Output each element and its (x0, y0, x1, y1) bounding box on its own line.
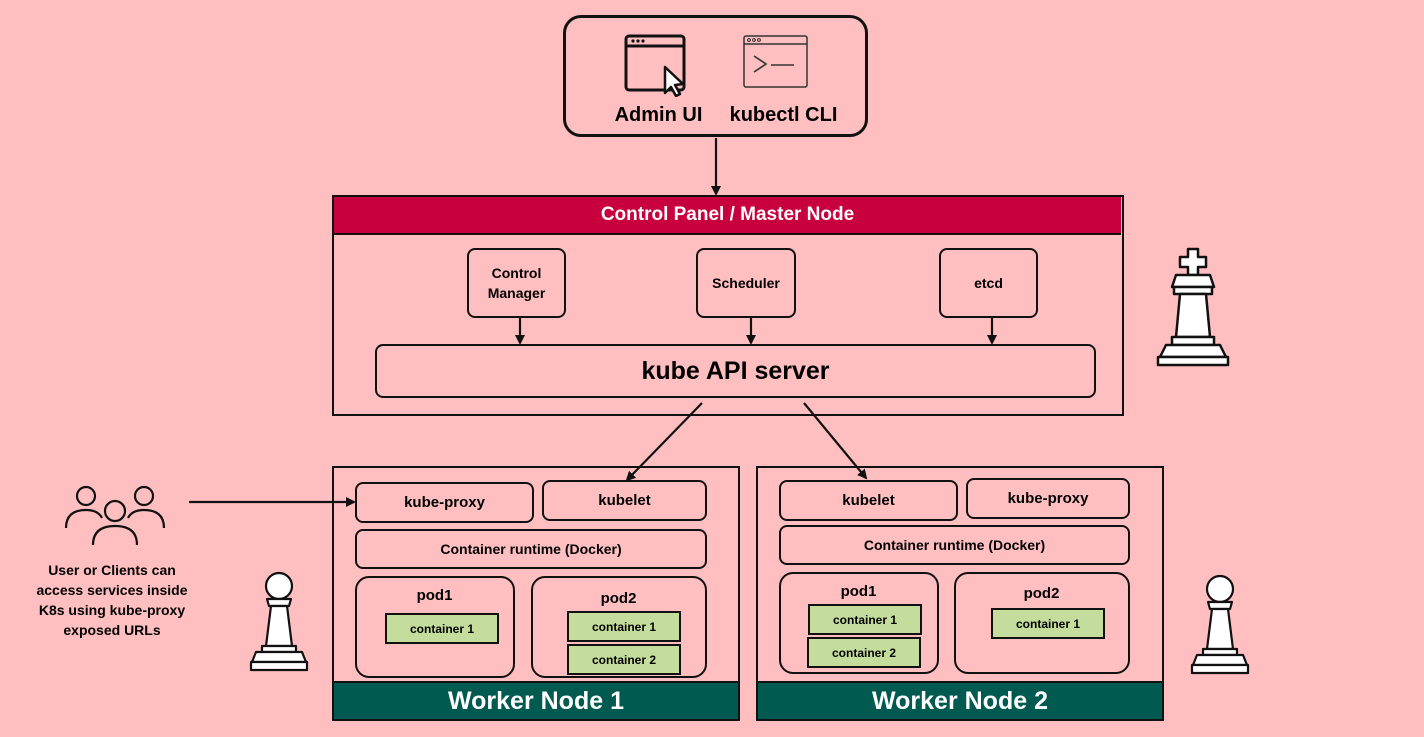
chess-pawn-icon (1190, 574, 1250, 675)
w1-pod2-container-1: container 1 (567, 611, 681, 642)
w1-pod1: pod1 container 1 (355, 576, 515, 678)
w2-pod2-label: pod2 (1023, 585, 1060, 602)
chess-king-icon (1156, 247, 1230, 367)
client-tools-box: Admin UI kubectl CLI (563, 15, 868, 137)
kubectl-cli-label: kubectl CLI (729, 104, 838, 126)
w2-pod1: pod1 container 1 container 2 (779, 572, 939, 674)
arrow-api-to-worker2 (803, 402, 868, 480)
w1-pod2-container-2: container 2 (567, 644, 681, 675)
controller-manager-box: Control Manager (467, 248, 566, 318)
w1-kube-proxy: kube-proxy (355, 482, 534, 523)
w1-kubelet: kubelet (542, 480, 707, 521)
control-plane-title: Control Panel / Master Node (334, 197, 1121, 235)
w2-pod2: pod2 container 1 (954, 572, 1130, 674)
worker-node-2-title: Worker Node 2 (756, 681, 1164, 721)
w1-container-runtime: Container runtime (Docker) (355, 529, 707, 569)
w2-kube-proxy: kube-proxy (966, 478, 1130, 519)
admin-ui-label: Admin UI (614, 104, 703, 126)
terminal-icon (743, 35, 808, 88)
w2-pod1-label: pod1 (840, 583, 877, 600)
w1-pod2-label: pod2 (600, 590, 637, 607)
worker-node-1-title: Worker Node 1 (332, 681, 740, 721)
w2-container-runtime: Container runtime (Docker) (779, 525, 1130, 565)
w2-pod2-container-1: container 1 (991, 608, 1105, 639)
users-group-icon (64, 485, 166, 546)
w1-pod1-label: pod1 (416, 587, 453, 604)
chess-pawn-icon (249, 571, 309, 672)
w2-pod1-container-1: container 1 (808, 604, 922, 635)
browser-cursor-icon (624, 34, 686, 97)
w1-pod2: pod2 container 1 container 2 (531, 576, 707, 678)
scheduler-box: Scheduler (696, 248, 796, 318)
arrow-api-to-worker1 (625, 402, 703, 482)
w1-pod1-container-1: container 1 (385, 613, 499, 644)
users-caption: User or Clients can access services insi… (36, 562, 188, 638)
etcd-box: etcd (939, 248, 1038, 318)
w2-kubelet: kubelet (779, 480, 958, 521)
w2-pod1-container-2: container 2 (807, 637, 921, 668)
kube-api-server: kube API server (375, 344, 1096, 398)
